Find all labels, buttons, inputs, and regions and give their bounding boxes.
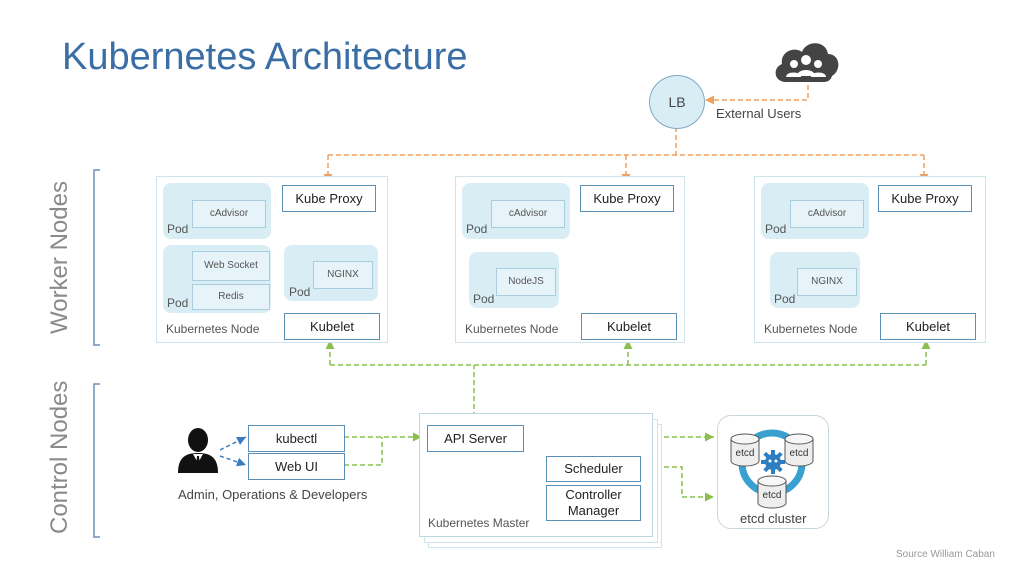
container-cadvisor: cAdvisor	[491, 200, 565, 228]
lb-label: LB	[668, 94, 686, 110]
pod-label: Pod	[167, 222, 189, 236]
pod-label: Pod	[765, 222, 787, 236]
kube-proxy-box: Kube Proxy	[580, 185, 674, 212]
container-nodejs: NodeJS	[496, 268, 556, 296]
pod-label: Pod	[473, 292, 495, 306]
controller-manager-box: Controller Manager	[546, 485, 641, 521]
load-balancer: LB	[649, 75, 705, 129]
api-server-box: API Server	[427, 425, 524, 452]
etcd-caption: etcd cluster	[740, 511, 807, 526]
container-web-socket: Web Socket	[192, 251, 270, 281]
etcd-member-label: etcd	[735, 447, 755, 459]
pod-label: Pod	[289, 285, 311, 299]
worker-bracket	[93, 169, 100, 346]
etcd-member-label: etcd	[762, 489, 782, 501]
kubectl-box[interactable]: kubectl	[248, 425, 345, 452]
container-redis: Redis	[192, 284, 270, 310]
admin-caption: Admin, Operations & Developers	[178, 487, 368, 502]
container-nginx: NGINX	[797, 268, 857, 296]
pod-label: Pod	[466, 222, 488, 236]
master-label: Kubernetes Master	[428, 516, 530, 530]
kubelet-box: Kubelet	[581, 313, 677, 340]
etcd-member-icon	[757, 475, 787, 509]
etcd-member-icon	[730, 433, 760, 467]
node-label: Kubernetes Node	[764, 322, 858, 336]
etcd-member-icon	[784, 433, 814, 467]
node-label: Kubernetes Node	[465, 322, 559, 336]
cloud-users-icon	[770, 36, 842, 88]
container-cadvisor: cAdvisor	[192, 200, 266, 228]
web-ui-box[interactable]: Web UI	[248, 453, 345, 480]
pod-label: Pod	[774, 292, 796, 306]
gear-icon	[760, 449, 786, 475]
source-credit: Source William Caban	[896, 549, 995, 560]
container-nginx: NGINX	[313, 261, 373, 289]
container-cadvisor: cAdvisor	[790, 200, 864, 228]
kube-proxy-box: Kube Proxy	[878, 185, 972, 212]
person-icon	[176, 427, 220, 473]
kubelet-box: Kubelet	[880, 313, 976, 340]
external-users-label: External Users	[716, 106, 802, 121]
kubelet-box: Kubelet	[284, 313, 380, 340]
page-title: Kubernetes Architecture	[62, 36, 468, 78]
node-label: Kubernetes Node	[166, 322, 260, 336]
etcd-member-label: etcd	[789, 447, 809, 459]
kube-proxy-box: Kube Proxy	[282, 185, 376, 212]
pod-label: Pod	[167, 296, 189, 310]
scheduler-box: Scheduler	[546, 456, 641, 482]
control-bracket	[93, 383, 100, 538]
